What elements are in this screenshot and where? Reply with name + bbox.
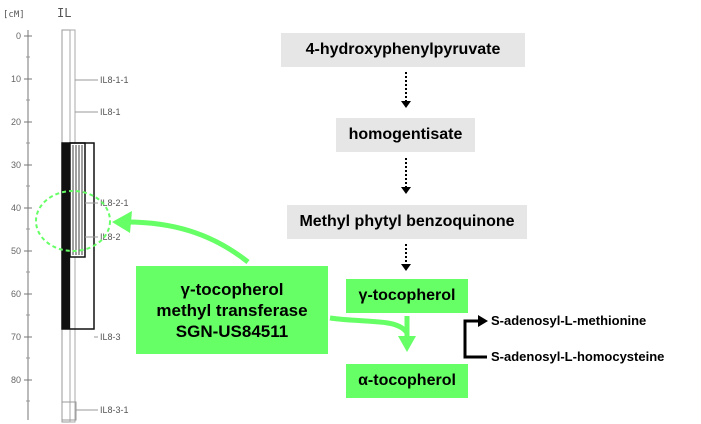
- il8-3-1-segment: [61, 401, 77, 421]
- il-label: IL8-1-1: [100, 75, 129, 85]
- cofactor-product: S-adenosyl-L-homocysteine: [491, 349, 665, 364]
- il-leader-lines: [75, 79, 98, 411]
- cm-tick-label: 40: [11, 203, 21, 213]
- cm-tick-label: 70: [11, 332, 21, 342]
- cm-tick-label: 50: [11, 246, 21, 256]
- cm-minor-ticks: [26, 56, 30, 402]
- locus-highlight-ellipse: [35, 190, 111, 252]
- il8-2-1-segment: [62, 143, 70, 329]
- cm-unit-label: [cM]: [3, 10, 25, 20]
- enzyme-gene-id: SGN-US84511: [175, 321, 289, 341]
- pathway-step-mpbq: Methyl phytyl benzoquinone: [287, 205, 527, 239]
- cofactor-bracket-arrowhead: [478, 315, 488, 327]
- cm-tick-label: 0: [16, 31, 21, 41]
- il-label: IL8-1: [100, 107, 121, 117]
- il-label: IL8-3: [100, 332, 121, 342]
- pathway-arrow-3: [405, 244, 409, 266]
- cm-ticks: [24, 35, 32, 381]
- cm-tick-label: 60: [11, 289, 21, 299]
- enzyme-name-line1: γ-tocopherol: [180, 279, 284, 299]
- il-column-label: IL: [57, 6, 71, 20]
- enzyme-action-arrow: [329, 315, 410, 335]
- locus-pointer-arrow: [125, 219, 250, 264]
- pathway-step-homogentisate: homogentisate: [336, 118, 475, 152]
- il-label: IL8-2-1: [100, 198, 129, 208]
- cm-tick-label: 10: [11, 74, 21, 84]
- enzyme-action-arrowhead: [398, 336, 416, 352]
- cm-tick-label: 80: [11, 375, 21, 385]
- pathway-step-gamma-tocopherol: γ-tocopherol: [346, 279, 468, 313]
- il-label: IL8-2: [100, 232, 121, 242]
- cofactor-bracket: [463, 319, 487, 359]
- pathway-arrowhead-3: [401, 264, 411, 271]
- cm-tick-label: 30: [11, 160, 21, 170]
- il8-2-hatching: [72, 145, 83, 255]
- il8-2-segment: [69, 142, 86, 258]
- pathway-arrow-1: [405, 72, 409, 102]
- pathway-step-hpp: 4-hydroxyphenylpyruvate: [281, 33, 525, 67]
- pathway-arrow-2: [405, 158, 409, 188]
- cofactor-donor: S-adenosyl-L-methionine: [491, 313, 647, 328]
- il-label: IL8-3-1: [100, 405, 129, 415]
- pathway-arrowhead-2: [401, 187, 411, 194]
- locus-pointer-arrowhead: [112, 211, 132, 233]
- cm-tick-label: 20: [11, 117, 21, 127]
- pathway-arrowhead-1: [401, 101, 411, 108]
- il8-3-segment: [61, 142, 95, 330]
- pathway-step-alpha-tocopherol: α-tocopherol: [346, 364, 468, 398]
- enzyme-name-line2: methyl transferase: [156, 300, 308, 320]
- enzyme-box: γ-tocopherol methyl transferase SGN-US84…: [136, 266, 328, 354]
